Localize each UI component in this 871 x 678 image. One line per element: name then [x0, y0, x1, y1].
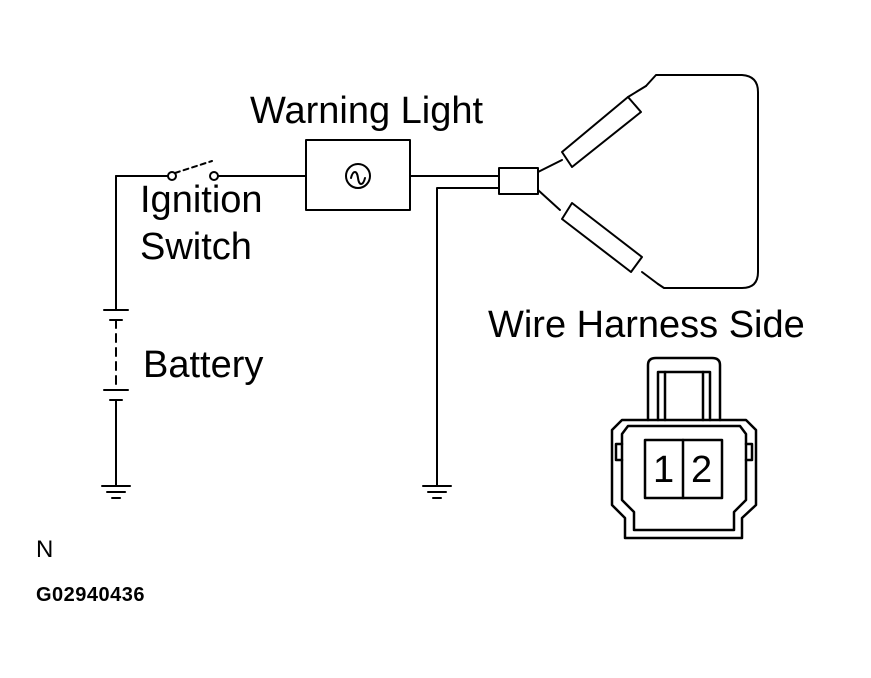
wire-harness-side-label: Wire Harness Side [488, 304, 805, 346]
wire-connector-branch [436, 187, 500, 487]
sensor-lead-lower [537, 189, 561, 211]
corner-letter: N [36, 536, 54, 563]
sensor-probe-lower [561, 202, 659, 285]
battery-symbol [103, 309, 129, 487]
figure-code: G02940436 [36, 584, 146, 606]
warning-light-symbol [305, 139, 411, 211]
harness-connector-drawing [610, 356, 758, 540]
sensor-lead-upper [537, 159, 563, 173]
pin-1-label: 1 [653, 449, 675, 491]
pin-2-label: 2 [691, 449, 713, 491]
battery-label: Battery [143, 344, 264, 386]
ignition-switch-label-line2: Switch [140, 226, 252, 268]
ground-symbol-right [422, 485, 452, 499]
sensor-body-outline [645, 74, 759, 289]
sensor-probe-upper [561, 85, 647, 168]
ignition-switch-label-line1: Ignition [140, 179, 263, 221]
ground-symbol-left [101, 485, 131, 499]
warning-light-label: Warning Light [250, 90, 484, 132]
sensor-connector-block [498, 167, 539, 195]
ignition-switch-symbol [167, 160, 219, 181]
